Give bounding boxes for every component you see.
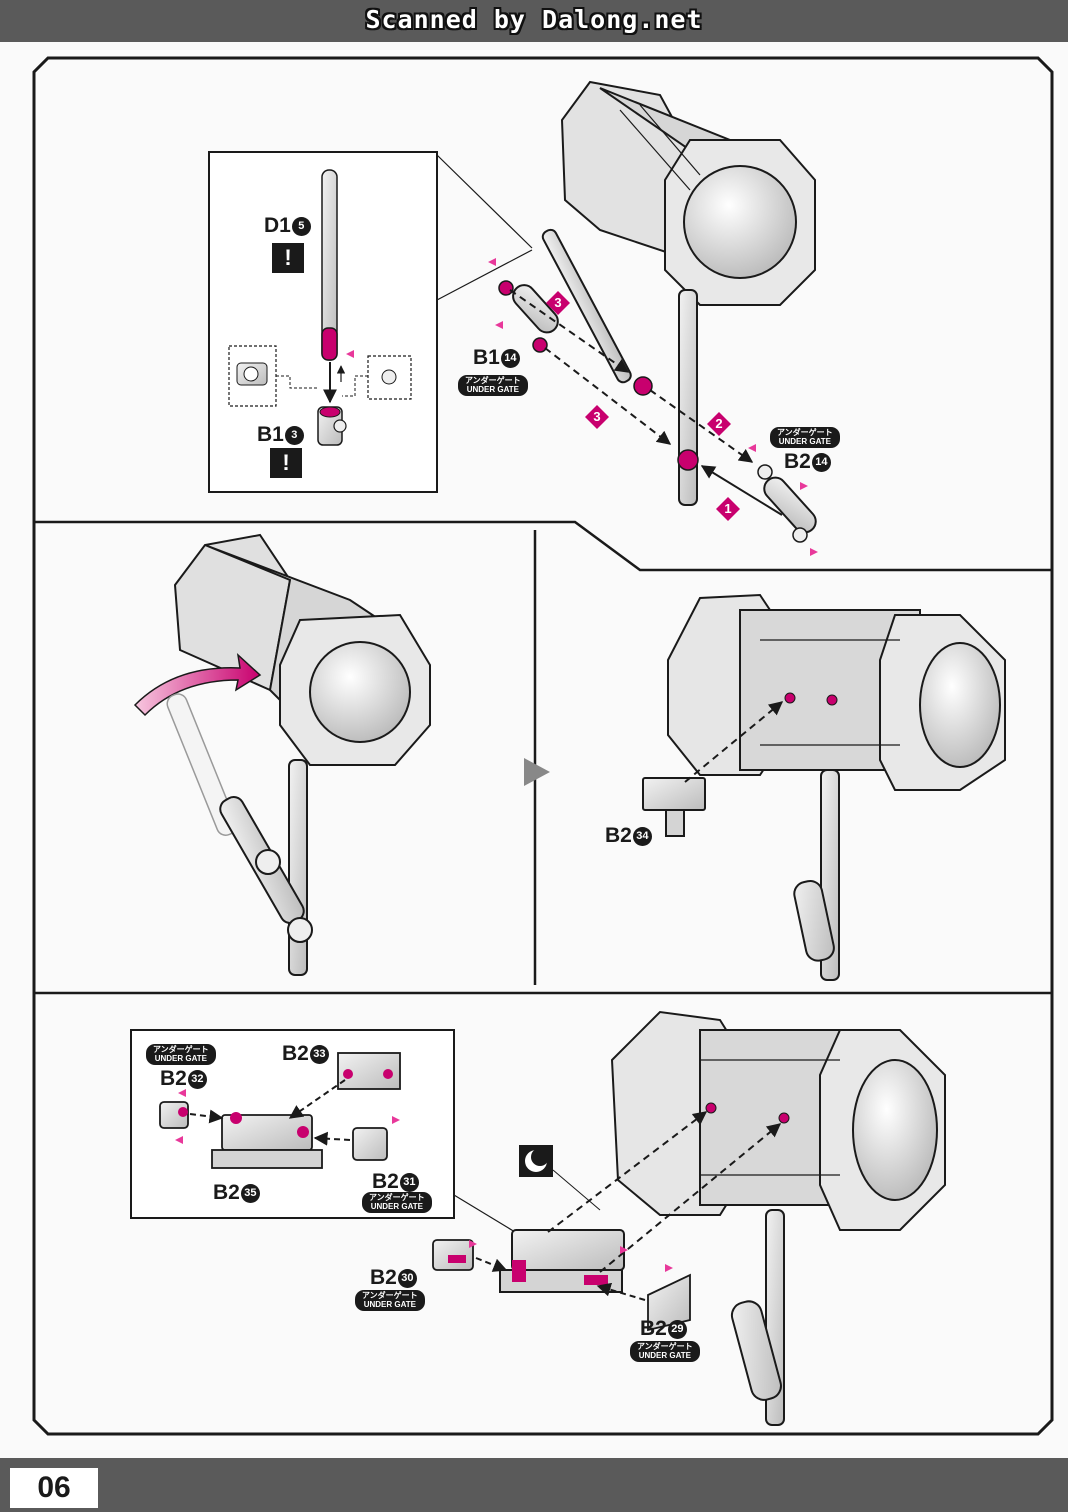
rod-part	[541, 228, 632, 384]
step-badge-2: 2	[707, 412, 731, 436]
hammer-head-mid-left	[173, 533, 431, 766]
part-b2-30	[432, 1239, 474, 1271]
part-b2-29	[647, 1273, 691, 1332]
step-badge-1: 1	[716, 497, 740, 521]
step-badge-3b: 3	[585, 405, 609, 429]
part-b2-31	[352, 1127, 388, 1161]
part-b2-35	[211, 1112, 323, 1169]
assembled-unit	[499, 1229, 625, 1293]
hammer-head-bottom	[610, 1010, 946, 1231]
step-badge-3a: 3	[546, 291, 570, 315]
page-number: 06	[10, 1468, 98, 1508]
hammer-head-mid-right	[667, 593, 1006, 791]
header-bar	[0, 0, 1068, 42]
joint-b1-3	[317, 406, 347, 446]
panel-divider-1	[34, 520, 1052, 572]
part-b2-33	[337, 1052, 401, 1090]
warning-icon: !	[270, 448, 302, 478]
scan-credit: Scanned by Dalong.net	[365, 5, 703, 34]
gate-marks-bottom	[175, 1089, 673, 1272]
part-b2-34	[642, 777, 706, 837]
warning-icon: !	[272, 243, 304, 273]
rotate-arrow	[133, 653, 262, 717]
next-arrow	[524, 758, 550, 786]
footer-bar	[0, 1458, 1068, 1512]
handle-top	[678, 289, 698, 506]
hammer-head-top	[560, 80, 816, 306]
link-b2-14	[763, 476, 817, 534]
part-b2-32	[159, 1101, 189, 1129]
link-b1-14	[512, 284, 559, 334]
clear-rod	[166, 693, 238, 836]
gate-marks	[346, 258, 818, 556]
